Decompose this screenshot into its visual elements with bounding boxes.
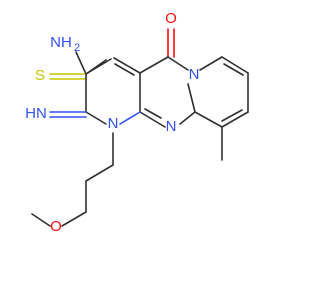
ring-n-mid-label: N (166, 118, 177, 135)
bond-o-ch3 (31, 213, 51, 227)
bond-c2b-c5 (139, 56, 169, 74)
bond-c11-n-top (179, 111, 196, 125)
molecule-diagram: NH 2 S HN O N N N O (25, 10, 249, 235)
bond-c7-c8 (221, 56, 249, 74)
bond-c7-c8-inner (223, 63, 244, 76)
bond-c3-c2a (85, 58, 112, 75)
bond-c1p-c2p (85, 164, 114, 182)
nh2-label: NH 2 (50, 34, 80, 54)
bond-n6-c7 (199, 56, 223, 71)
svg-text:2: 2 (74, 42, 80, 54)
bond-c9-c10-inner (221, 109, 243, 122)
ring-n-top-label: N (189, 66, 200, 83)
bond-c5-n6 (167, 56, 189, 71)
svg-text:NH: NH (50, 34, 72, 51)
oxo-label: O (165, 10, 177, 27)
bond-n-mid-c11 (187, 83, 196, 113)
ether-o-label: O (50, 218, 62, 235)
bond-c4-n-left (85, 111, 107, 125)
bond-c9-c10 (221, 111, 249, 128)
bond-c2a-c2b-inner (114, 63, 135, 76)
ring-n-left-label: N (108, 115, 119, 132)
imine-label: HN (25, 105, 47, 122)
bond-c4a-n-top (139, 111, 166, 128)
molecule-structure: NH 2 S HN O N N N O (25, 10, 249, 235)
bond-n-left-c8a (119, 111, 141, 125)
bond-c2a-c2b (113, 57, 141, 74)
bond-c4a-n-top-inner (144, 108, 162, 119)
bond-c10-c11 (194, 111, 223, 128)
bond-thio-c-nh2 (75, 51, 87, 75)
bond-c3p-o (61, 211, 87, 227)
sulfur-label: S (35, 67, 45, 84)
